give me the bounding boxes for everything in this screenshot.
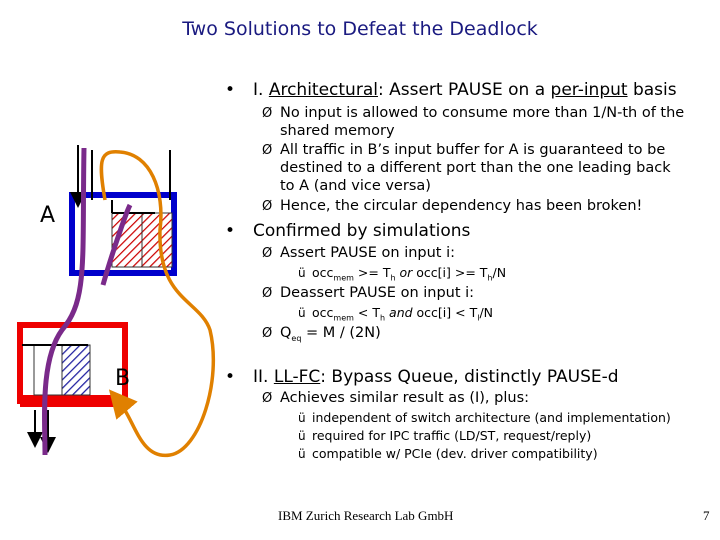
check-icon: ü [298, 447, 306, 461]
check-icon: ü [298, 411, 306, 425]
bullet-marker: • [225, 221, 236, 241]
sub-bullet-1-2-cont1: destined to a different port than the on… [280, 160, 671, 176]
sub-bullet-1-1-cont: shared memory [280, 123, 395, 139]
sub-bullet-1-2-cont2: to A (and vice versa) [280, 178, 431, 194]
check-icon: ü [298, 266, 306, 280]
arrow-bullet-icon: Ø [262, 286, 273, 301]
label-switch-b: B [115, 366, 131, 391]
check-icon: ü [298, 429, 306, 443]
footer-text: IBM Zurich Research Lab GmbH [278, 508, 454, 523]
check-icon: ü [298, 306, 306, 320]
arrow-bullet-icon: Ø [262, 246, 273, 261]
label-switch-a: A [40, 203, 56, 228]
bullet-marker: • [225, 80, 236, 100]
bullet-marker: • [225, 367, 236, 387]
bullet-simulations: •Confirmed by simulations [225, 221, 471, 241]
arrow-bullet-icon: Ø [262, 391, 273, 406]
arrow-bullet-icon: Ø [262, 106, 273, 121]
slide-title: Two Solutions to Defeat the Deadlock [182, 18, 538, 40]
arrow-bullet-icon: Ø [262, 199, 273, 214]
page-number: 7 [703, 508, 710, 523]
link-a-to-b-curve [42, 147, 87, 456]
arrow-bullet-icon: Ø [262, 143, 273, 158]
bullet-llfc: •II. LL-FC: Bypass Queue, distinctly PAU… [225, 367, 619, 387]
link-feedback-loop [99, 150, 215, 457]
bullet-architectural: •I. Architectural: Assert PAUSE on a per… [225, 80, 677, 100]
link-b-to-a-curve [100, 203, 133, 286]
switch-a-buffer-2 [141, 212, 173, 268]
switch-b-base [20, 395, 125, 407]
switch-b [17, 322, 128, 407]
switch-a [69, 192, 177, 276]
switch-b-buffer-2 [61, 344, 91, 396]
arrow-bullet-icon: Ø [262, 326, 273, 341]
